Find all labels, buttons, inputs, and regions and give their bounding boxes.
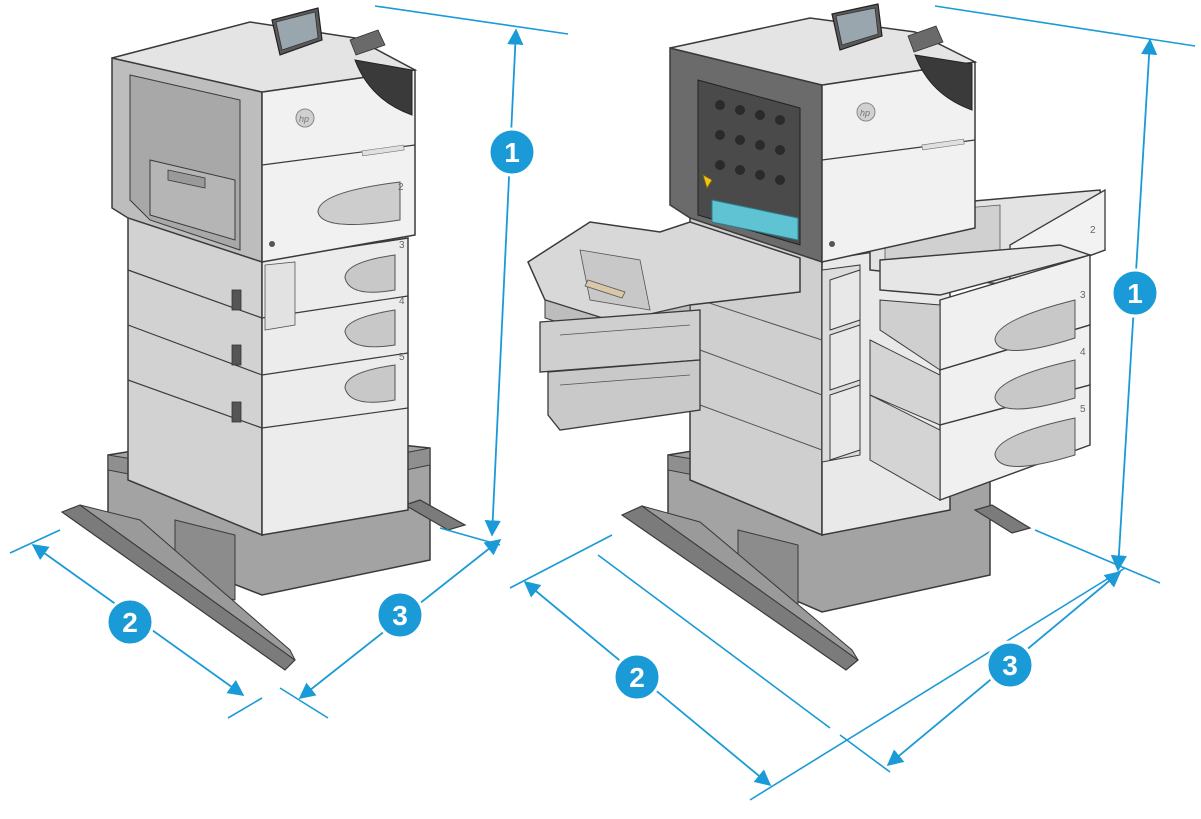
right-callout-2: 2 — [612, 652, 662, 702]
right-interior-rollers — [715, 100, 785, 185]
left-printer-body: hp 2 — [111, 7, 418, 264]
tray-number-2: 2 — [1090, 225, 1096, 236]
left-printer-figure: 3 4 5 hp 2 — [9, 5, 569, 719]
tray-number-3: 3 — [399, 240, 405, 251]
callout-label: 3 — [1002, 650, 1018, 681]
tray-number-4: 4 — [1080, 347, 1086, 358]
right-printer-body: hp — [669, 3, 978, 264]
tray-number-2: 2 — [398, 182, 404, 193]
left-callout-2: 2 — [105, 597, 155, 647]
left-callout-1: 1 — [487, 127, 537, 177]
callout-label: 2 — [122, 607, 138, 638]
right-printer-figure: 2 3 4 5 hp — [509, 3, 1196, 801]
tray-number-3: 3 — [1080, 290, 1086, 301]
hp-logo: hp — [299, 114, 309, 124]
right-callout-3: 3 — [985, 640, 1035, 690]
right-callout-1: 1 — [1110, 268, 1160, 318]
left-callout-3: 3 — [375, 590, 425, 640]
callout-label: 3 — [392, 600, 408, 631]
tray-number-4: 4 — [399, 296, 405, 307]
callout-label: 1 — [504, 137, 520, 168]
callout-label: 2 — [629, 662, 645, 693]
callout-label: 1 — [1127, 278, 1143, 309]
tray-number-5: 5 — [1080, 404, 1086, 415]
right-open-side-door — [527, 221, 861, 461]
tray-number-5: 5 — [399, 352, 405, 363]
hp-logo: hp — [860, 108, 870, 118]
left-tray-stack: 3 4 5 — [127, 213, 409, 537]
